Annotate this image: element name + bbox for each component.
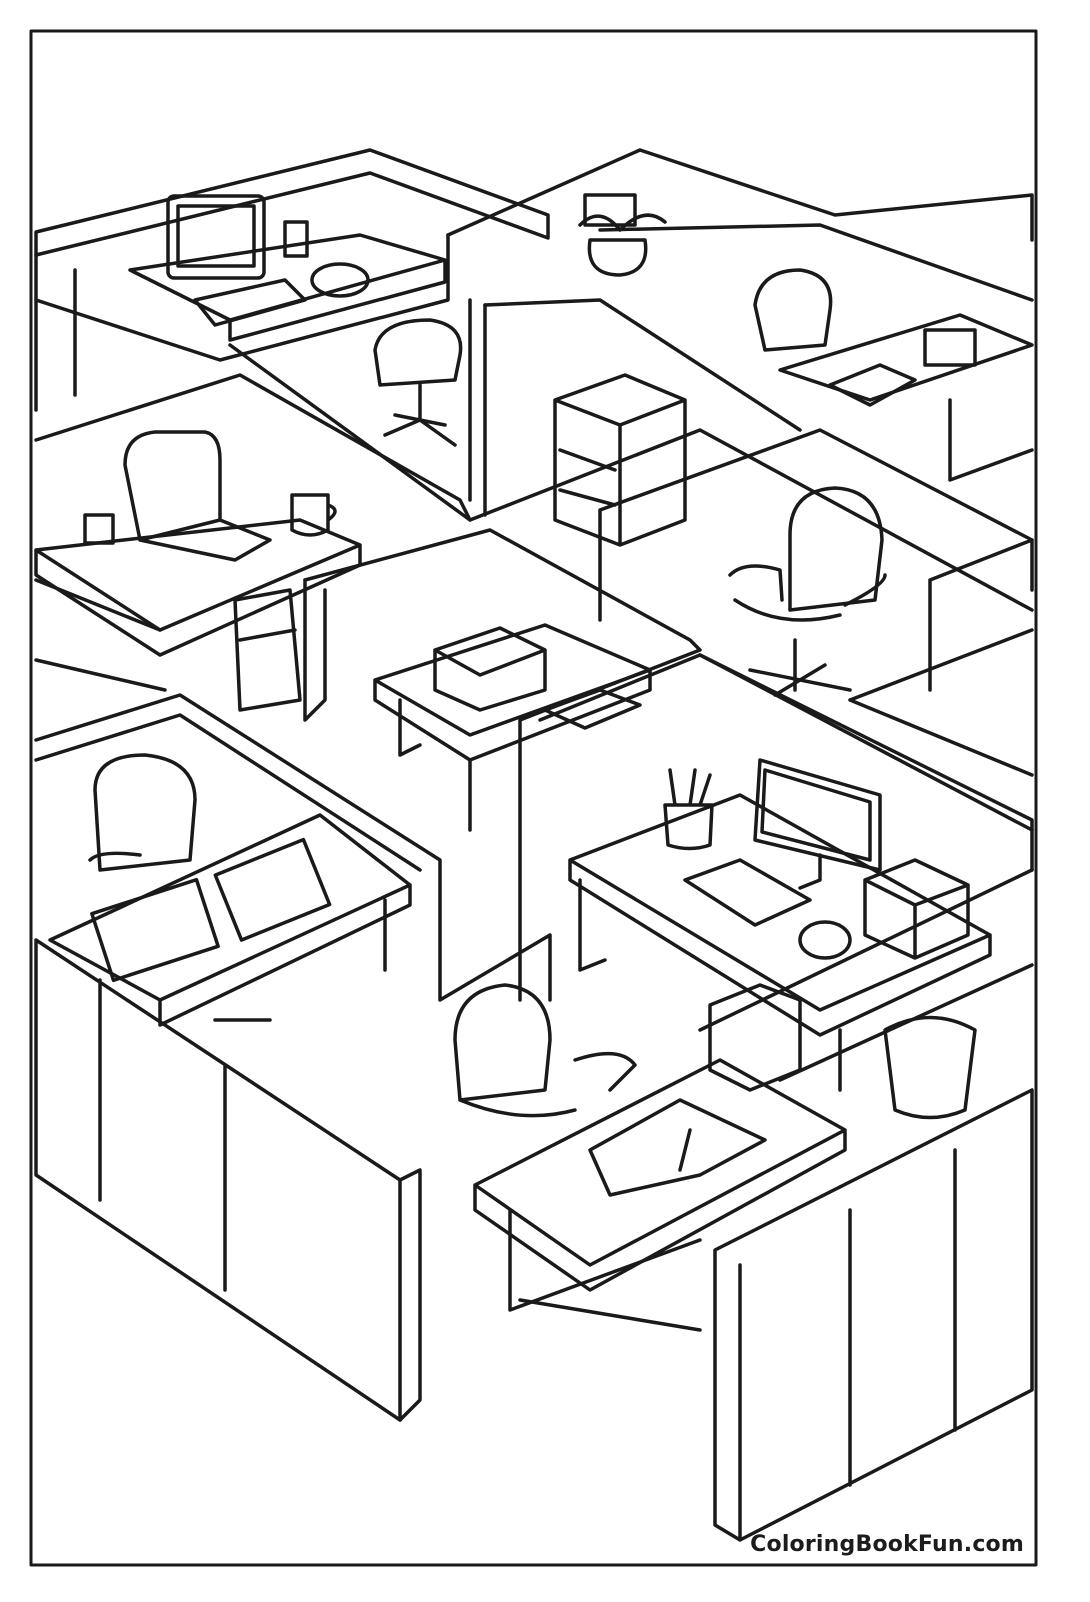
plant-pot-icon — [578, 193, 667, 277]
desk-lower-right — [568, 758, 992, 1120]
desk-top-left — [128, 194, 447, 342]
watermark-logo: ColoringBookFun.com — [750, 1532, 1024, 1557]
laptop-icon — [123, 430, 272, 562]
computer-monitor-icon — [753, 758, 882, 890]
mug-icon — [283, 220, 309, 258]
drawer-unit — [708, 983, 802, 1092]
phone-icon — [90, 877, 220, 983]
book-stack-icon — [433, 626, 547, 712]
book-icon — [828, 363, 917, 407]
printer-icon — [923, 328, 977, 367]
desk-top-right — [753, 268, 1034, 482]
book-icon — [543, 688, 642, 730]
clipboard-icon — [213, 837, 332, 942]
speaker-icon — [83, 513, 115, 545]
page-border — [29, 29, 1038, 1567]
office-chair — [453, 983, 637, 1118]
coffee-mug-icon — [290, 493, 337, 537]
keyboard-icon — [683, 858, 812, 927]
desk-lower-left — [48, 753, 412, 1027]
mouse-icon — [310, 262, 370, 298]
office-chair-right — [728, 486, 887, 697]
cubicle-walls — [34, 148, 1034, 1542]
desk-front — [453, 983, 847, 1332]
storage-box-icon — [863, 858, 970, 960]
monitor-icon — [166, 194, 266, 280]
pencil-cup-icon — [663, 768, 714, 851]
office-chair — [373, 318, 463, 447]
open-book-icon — [588, 1098, 767, 1197]
desk-laptop — [34, 430, 362, 712]
filing-cabinet — [553, 373, 687, 547]
desk-middle-books — [373, 623, 652, 832]
trash-can-icon — [883, 1015, 977, 1120]
mouse-icon — [798, 920, 852, 960]
office-chair — [88, 753, 272, 1022]
keyboard-icon — [193, 278, 307, 327]
